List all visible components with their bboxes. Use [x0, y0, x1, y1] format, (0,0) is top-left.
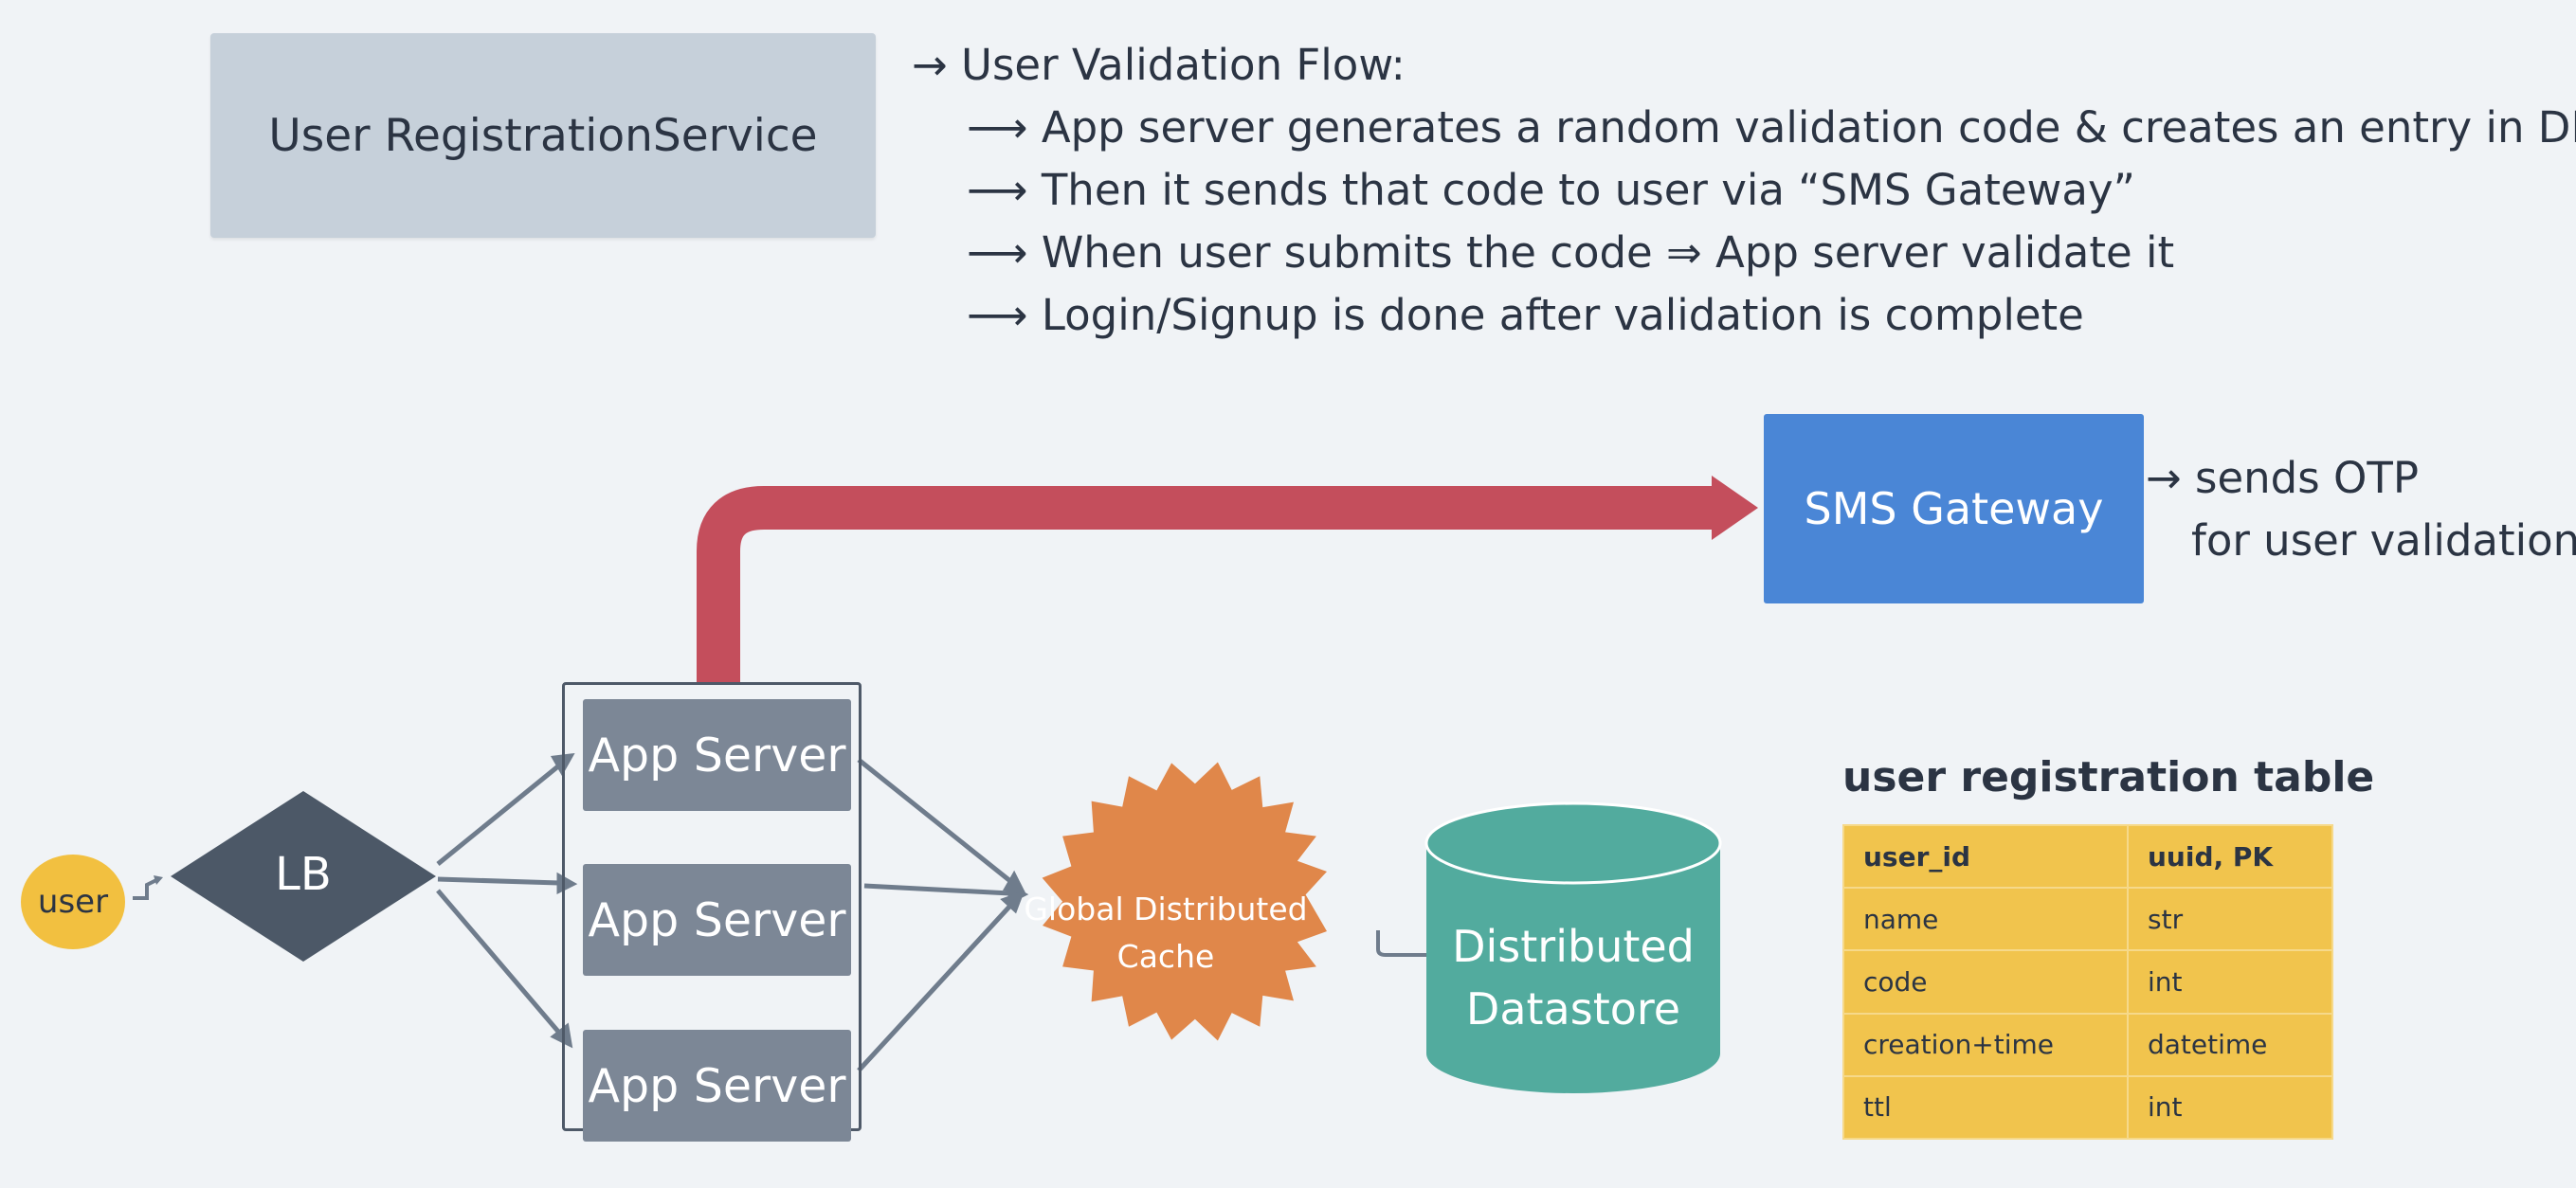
- table-cell-field: code: [1842, 949, 2129, 1015]
- lb-app2-connector: [437, 876, 560, 886]
- flow-step-3: ⟶ When user submits the code ⇒ App serve…: [967, 227, 2175, 278]
- table-row: name str: [1842, 887, 2333, 952]
- cache-datastore-connector: [1376, 930, 1461, 957]
- table-cell-type: int: [2127, 1074, 2333, 1141]
- datastore-label-line2: Datastore: [1465, 983, 1681, 1035]
- lb-diamond: [171, 791, 436, 962]
- app-server-1: App Server: [583, 699, 851, 811]
- lb-app3-connector: [436, 889, 561, 1035]
- table-cell-field: ttl: [1842, 1074, 2129, 1141]
- flow-heading: → User Validation Flow:: [912, 40, 1406, 90]
- sms-gateway-label: SMS Gateway: [1804, 483, 2104, 534]
- app-server-2: App Server: [583, 864, 851, 976]
- user-node: user: [21, 855, 125, 949]
- table-cell-type: str: [2127, 887, 2333, 952]
- table-title: user registration table: [1842, 753, 2375, 801]
- table-row: creation+time datetime: [1842, 1012, 2333, 1077]
- flow-step-4: ⟶ Login/Signup is done after validation …: [967, 290, 2084, 340]
- cache-label: Global Distributed Cache: [1005, 886, 1327, 981]
- cache-label-line2: Cache: [1116, 938, 1215, 975]
- datastore-cylinder-top: [1424, 801, 1722, 885]
- table-cell-field: name: [1842, 887, 2129, 952]
- lb-app1-connector: [436, 764, 561, 866]
- datastore-cylinder: [1426, 843, 1720, 1093]
- lb-label: LB: [275, 848, 332, 901]
- table-cell-field: user_id: [1842, 823, 2129, 890]
- table-row: code int: [1842, 949, 2333, 1015]
- table-cell-field: creation+time: [1842, 1012, 2129, 1077]
- datastore-label: Distributed Datastore: [1426, 915, 1720, 1040]
- table-row: user_id uuid, PK: [1842, 823, 2333, 890]
- table-cell-type: uuid, PK: [2127, 823, 2333, 890]
- cache-label-line1: Global Distributed: [1024, 891, 1308, 927]
- table-row: ttl int: [1842, 1074, 2333, 1141]
- table-cell-type: int: [2127, 949, 2333, 1015]
- sms-note-line2: for user validation: [2191, 515, 2576, 566]
- app3-cache-connector: [857, 904, 1012, 1072]
- sms-gateway-box: SMS Gateway: [1764, 414, 2144, 603]
- app-server-3: App Server: [583, 1030, 851, 1142]
- table-cell-type: datetime: [2127, 1012, 2333, 1077]
- user-label: user: [37, 883, 109, 921]
- user-lb-connector: [133, 877, 159, 900]
- app1-cache-connector: [857, 758, 1012, 883]
- datastore-label-line1: Distributed: [1452, 921, 1695, 972]
- sms-flow-arrow: [697, 486, 1717, 684]
- flow-step-1: ⟶ App server generates a random validati…: [967, 102, 2576, 153]
- service-title: User RegistrationService: [268, 109, 818, 162]
- flow-step-2: ⟶ Then it sends that code to user via “S…: [967, 165, 2135, 215]
- user-registration-table: user_id uuid, PK name str code int creat…: [1842, 823, 2333, 1141]
- service-title-box: User RegistrationService: [210, 33, 876, 238]
- cache-starburst: [1042, 762, 1327, 1041]
- sms-note-line1: → sends OTP: [2146, 453, 2420, 503]
- sms-flow-arrowhead: [1712, 476, 1758, 540]
- app2-cache-connector: [863, 883, 1011, 896]
